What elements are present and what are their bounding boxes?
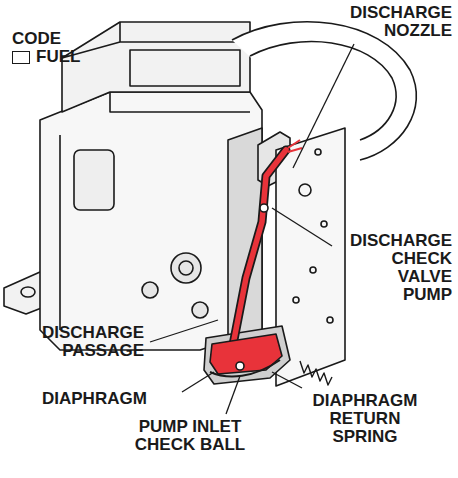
leader-line (272, 208, 332, 246)
legend-entry: FUEL (12, 48, 80, 66)
part-label: DISCHARGE PASSAGE (42, 324, 144, 360)
adjust-screw (171, 253, 201, 283)
leader-line (226, 376, 240, 414)
window-cover (74, 150, 114, 210)
plate-hole (310, 267, 316, 273)
fuel-bowl (62, 22, 250, 112)
fuel-bowl-rim (62, 22, 250, 58)
plate-hole (299, 184, 311, 196)
diaphragm (210, 360, 280, 376)
mixture-screw (142, 282, 158, 298)
body-edge (60, 92, 250, 330)
plate-hole (321, 221, 327, 227)
leader-lines (150, 44, 354, 414)
part-label: PUMP INLET CHECK BALL (115, 418, 265, 454)
legend-text: FUEL (36, 48, 80, 66)
discharge-check-valve (260, 204, 268, 212)
leader-line (293, 44, 354, 168)
legend-heading: CODE (12, 30, 61, 48)
leader-line (182, 372, 214, 392)
leader-line (150, 320, 218, 342)
carburetor-body (40, 92, 262, 350)
fuel-passage-outline (232, 150, 286, 350)
legend-swatch (12, 51, 30, 64)
bowl-inner (130, 50, 240, 86)
fuel-passage (232, 150, 286, 350)
drawing-part (4, 22, 416, 414)
pump-chamber-fuel (210, 334, 282, 374)
flange-hole (21, 287, 35, 297)
mixture-screw (192, 302, 208, 318)
check-ball (236, 362, 244, 370)
plate-hole (293, 297, 299, 303)
leader-line (272, 372, 302, 388)
part-label: DISCHARGE CHECK VALVE PUMP (350, 232, 452, 304)
air-horn-inner (250, 42, 396, 140)
part-label: DIAPHRAGM RETURN SPRING (313, 392, 418, 446)
discharge-jet (288, 140, 302, 152)
part-label: DISCHARGE NOZZLE (350, 4, 452, 40)
adjust-screw-head (179, 261, 193, 275)
plate-hole (327, 317, 333, 323)
part-label: DIAPHRAGM (42, 390, 147, 408)
plate-hole (315, 149, 321, 155)
return-spring (300, 361, 332, 385)
